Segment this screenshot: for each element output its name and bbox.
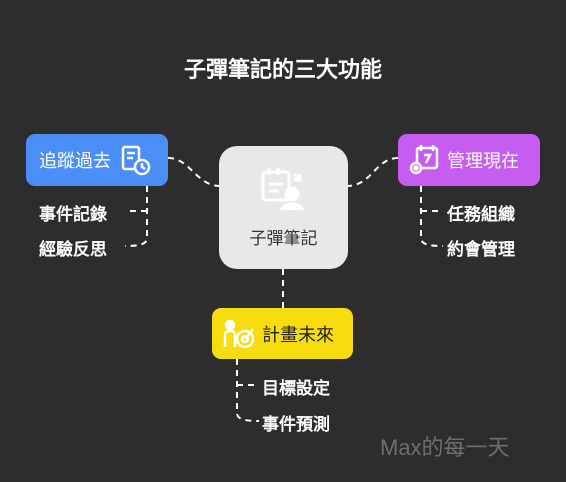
center-label: 子彈筆記 [249,229,318,249]
connector-present-center [347,157,399,187]
branch-future-label: 計畫未來 [262,324,334,346]
future-item-1: 目標設定 [262,379,330,399]
branch-present: 管理現在 [398,134,540,186]
connector-future-items [236,359,260,422]
branch-past: 追蹤過去 [26,134,168,186]
past-item-1: 事件記錄 [39,205,107,225]
branch-present-label: 管理現在 [447,151,519,172]
connector-present-items [420,186,444,247]
target-person-icon [223,319,255,348]
present-item-2: 約會管理 [447,240,515,260]
center-node: 子彈筆記 [219,146,348,269]
list-clock-icon [121,145,151,176]
past-item-2: 經驗反思 [39,240,107,260]
journal-person-icon [261,168,304,211]
branch-past-label: 追蹤過去 [39,151,111,172]
diagram-title: 子彈筆記的三大功能 [183,58,382,83]
connector-past-center [167,157,220,187]
watermark: Max的每一天 [380,435,510,460]
future-item-2: 事件預測 [262,415,330,435]
calendar-gear-icon [409,145,439,175]
present-item-1: 任務組織 [447,205,515,225]
connector-past-items [124,186,148,247]
branch-future: 計畫未來 [212,308,353,359]
